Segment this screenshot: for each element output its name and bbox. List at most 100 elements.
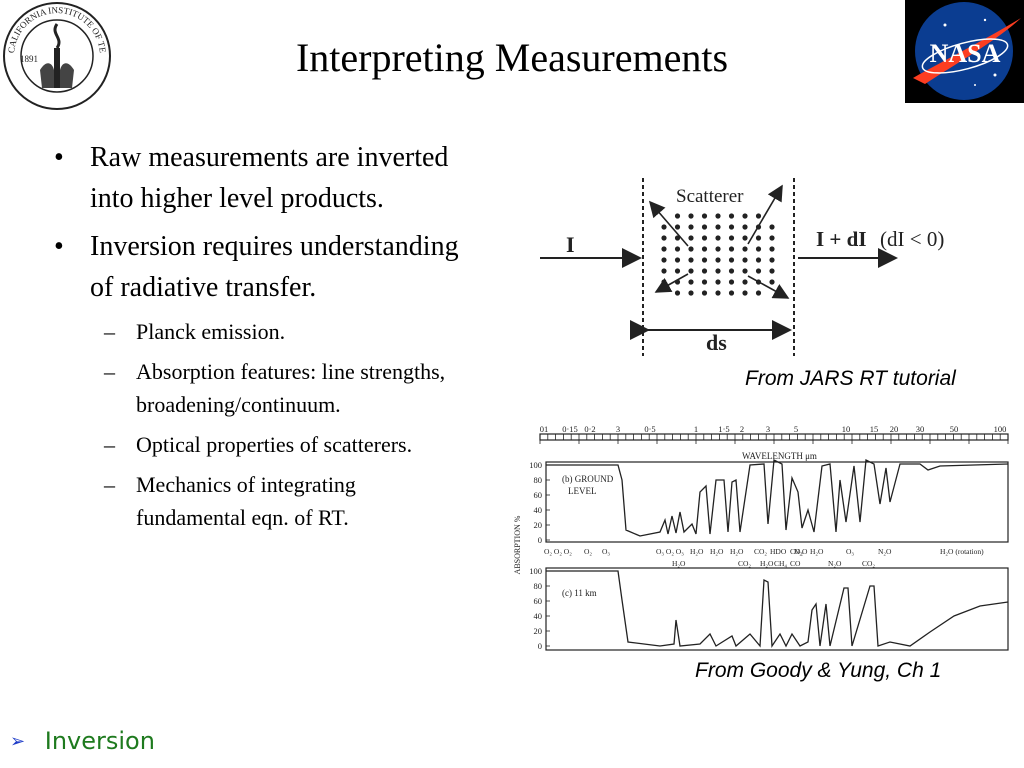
scatterer-dot — [661, 268, 667, 274]
subbullet-text: Mechanics of integrating fundamental eqn… — [136, 472, 356, 530]
wavelength-tick-label: 3 — [766, 424, 770, 434]
wavelength-tick-label: 20 — [890, 424, 899, 434]
scatterer-dot — [728, 224, 735, 230]
scatterer-dot — [701, 246, 708, 252]
page-title: Interpreting Measurements — [295, 35, 729, 80]
diagram-caption: From JARS RT tutorial — [745, 367, 956, 390]
scatterer-dot — [728, 235, 735, 241]
scatterer-dot — [701, 290, 708, 296]
scatterer-dot — [715, 290, 721, 296]
scatterer-dot — [674, 213, 681, 219]
scatterer-dot — [742, 279, 748, 285]
gas-labels-lower: H₂O CO₂ H₂O CO N₂O CH₄ CO₂ — [672, 559, 875, 568]
wavelength-tick-label: 2 — [740, 424, 744, 434]
scatter-arrow — [648, 200, 689, 247]
output-label: I + dI — [816, 227, 867, 251]
scatterer-dot — [715, 257, 721, 263]
scattering-diagram: Scatterer I I + dI (dI < 0) ds — [540, 178, 944, 356]
panel-c-curve — [546, 570, 1009, 648]
panel-b-label2: LEVEL — [568, 486, 597, 496]
y-tick-label: 80 — [534, 581, 543, 591]
y-tick-label: 20 — [534, 520, 543, 530]
scatterer-dot — [688, 268, 694, 274]
wavelength-tick-label: 5 — [794, 424, 798, 434]
scatterer-dot — [688, 257, 694, 263]
scatterer-dot — [769, 246, 775, 252]
scatterer-dot — [755, 268, 762, 274]
scatterer-dot — [755, 257, 762, 263]
scatterer-dot — [715, 246, 721, 252]
scatterer-dot — [674, 246, 681, 252]
scatterer-dot — [701, 213, 708, 219]
scatterer-dot — [701, 279, 708, 285]
scatterer-dot — [661, 279, 667, 285]
nasa-logo: NASA — [905, 0, 1024, 103]
bullet-item: • Raw measurements are inverted into hig… — [40, 137, 450, 219]
scatterer-dot — [742, 213, 748, 219]
panel-c-frame — [545, 567, 1009, 651]
wavelength-tick-label: 100 — [994, 424, 1007, 434]
scatterer-dot — [755, 213, 762, 219]
scatterer-dot — [742, 235, 748, 241]
footer-section: ➢ Inversion — [10, 727, 155, 755]
scatterer-dot — [728, 279, 735, 285]
footer-label: Inversion — [44, 727, 155, 755]
scatterer-dot — [769, 235, 775, 241]
scatterer-dot — [728, 268, 735, 274]
wavelength-tick-label: 3 — [616, 424, 620, 434]
scatterer-dot — [688, 224, 694, 230]
subbullet-text: Optical properties of scatterers. — [136, 432, 413, 457]
scatter-arrow — [747, 275, 790, 299]
arrow-bullet-icon: ➢ — [10, 731, 26, 752]
y-tick-label: 80 — [534, 475, 543, 485]
y-tick-label: 20 — [534, 626, 543, 636]
gas-labels: O₂ O₂ O₂ O₂ O₃ O₃ O₂ O₃ H₂O H₂O H₂O CO₂ … — [544, 547, 984, 556]
scatterer-dot — [715, 268, 721, 274]
scatterer-dot — [769, 279, 775, 285]
wavelength-tick-label: 0·5 — [644, 424, 655, 434]
scatterer-dot — [674, 290, 681, 296]
scatterer-dot — [769, 268, 775, 274]
bullet-item: • Inversion requires understanding of ra… — [40, 226, 460, 308]
wavelength-tick-label: 10 — [842, 424, 851, 434]
y-tick-label: 60 — [534, 596, 543, 606]
scatterer-dot — [728, 246, 735, 252]
subbullet-text: Planck emission. — [136, 319, 286, 344]
scatter-arrow — [654, 273, 689, 293]
panel-c-label: (c) 11 km — [562, 588, 597, 598]
scatterer-dot — [755, 235, 762, 241]
y-tick-label: 0 — [538, 641, 542, 651]
scatterer-dot — [674, 257, 681, 263]
nasa-wordmark: NASA — [930, 39, 1001, 68]
scatterer-dot — [701, 257, 708, 263]
scatterer-dot — [674, 235, 681, 241]
scatterer-dot — [715, 213, 721, 219]
scatterer-dot — [688, 213, 694, 219]
scatterer-dot — [728, 257, 735, 263]
scatterer-dot — [701, 268, 708, 274]
y-tick-label: 40 — [534, 611, 543, 621]
wavelength-tick-label: 1 — [694, 424, 698, 434]
scatterer-dot — [742, 257, 748, 263]
panel-b-frame — [545, 461, 1009, 543]
subbullet-item: – Mechanics of integrating fundamental e… — [40, 468, 436, 534]
subbullet-dash: – — [104, 432, 115, 457]
caltech-logo: CALIFORNIA INSTITUTE OF TECHNOLOGY 1891 — [0, 0, 114, 112]
scatterer-dot — [701, 224, 708, 230]
scatterer-dot — [728, 213, 735, 219]
scatter-arrow — [747, 184, 783, 245]
subbullet-dash: – — [104, 359, 115, 384]
wavelength-ticks — [539, 434, 1009, 444]
y-tick-label: 60 — [534, 490, 543, 500]
wavelength-tick-label: 1·5 — [718, 424, 729, 434]
output-condition: (dI < 0) — [880, 227, 944, 251]
subbullet-item: – Planck emission. — [40, 315, 510, 348]
incident-label: I — [566, 232, 575, 257]
scatterer-dot — [742, 268, 748, 274]
scatterer-dot — [769, 257, 775, 263]
y-tick-label: 0 — [538, 535, 542, 545]
wavelength-label: WAVELENGTH μm — [742, 451, 817, 461]
scatterer-dot — [674, 268, 681, 274]
scatterer-dot — [688, 290, 694, 296]
